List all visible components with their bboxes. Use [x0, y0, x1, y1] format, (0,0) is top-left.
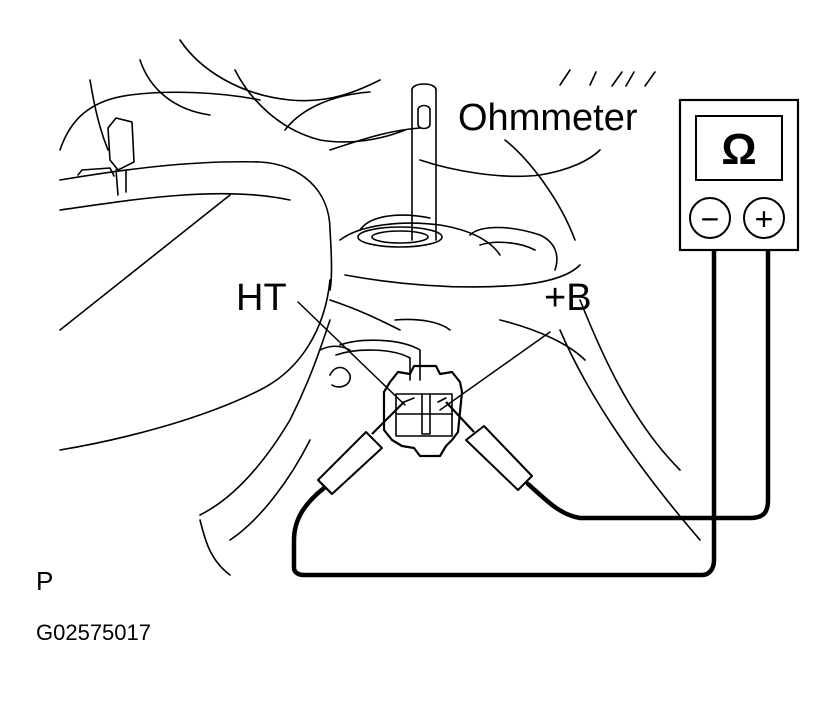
red-test-lead: [525, 247, 771, 521]
ht-leader-line: [297, 301, 406, 406]
sensor-connector: [382, 364, 464, 458]
black-test-lead: [291, 247, 717, 578]
engine-bay-outline: [59, 39, 701, 576]
minus-sign: −: [701, 201, 720, 237]
left-probe: [317, 401, 405, 495]
plus-sign: +: [755, 201, 774, 237]
minus-terminal: [689, 197, 731, 239]
sensor-harness: [335, 339, 421, 381]
ht-terminal-label: HT: [236, 277, 287, 319]
view-letter: P: [36, 566, 53, 596]
right-probe: [445, 401, 533, 491]
dipstick-tube: [357, 83, 443, 248]
ohm-symbol: Ω: [721, 125, 756, 174]
figure-id: G02575017: [36, 620, 151, 645]
b-plus-leader-line: [439, 331, 551, 411]
ohmmeter: Ω − +: [678, 98, 800, 252]
ohmmeter-label: Ohmmeter: [458, 97, 638, 139]
plus-terminal: [743, 197, 785, 239]
b-plus-terminal-label: +B: [544, 277, 592, 319]
left-bracket: [77, 117, 135, 196]
meter-display: [695, 115, 783, 181]
